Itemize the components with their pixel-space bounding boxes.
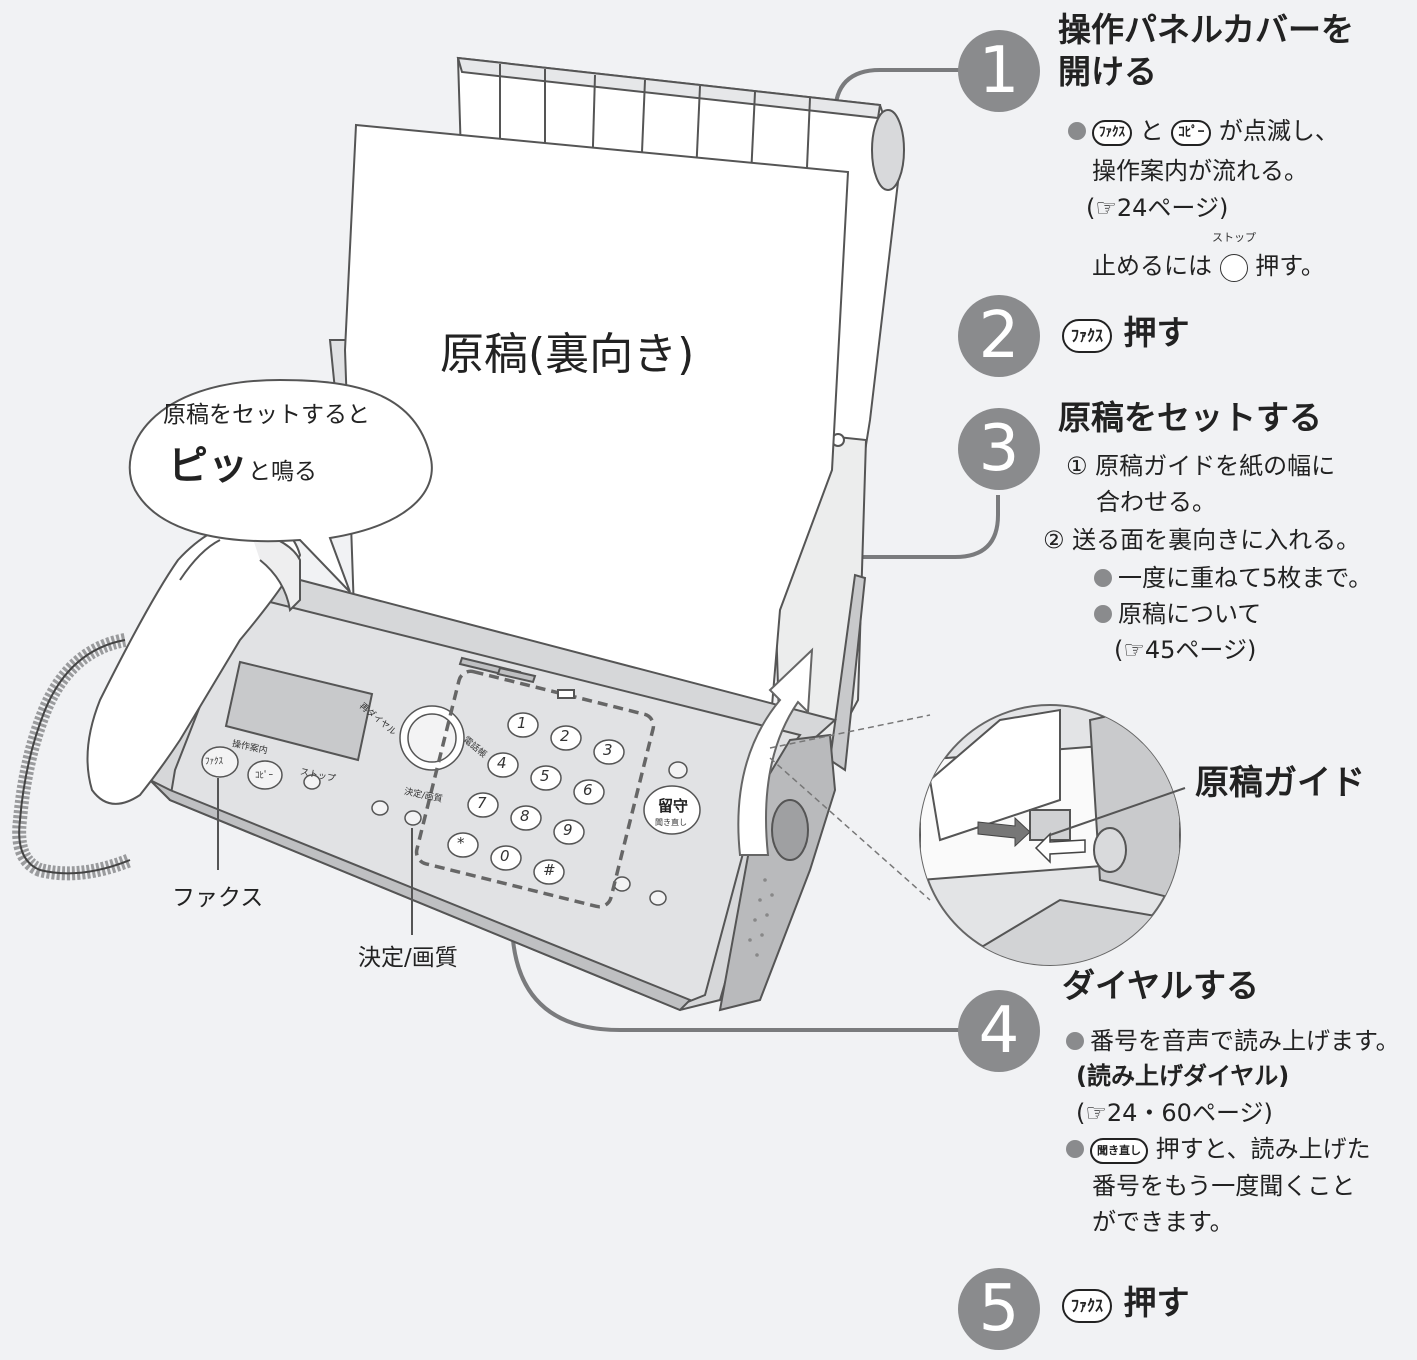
step4-bullet2: 聞き直し 押すと、読み上げた bbox=[1066, 1133, 1371, 1166]
feed-slot bbox=[458, 656, 575, 699]
step4-bullet1-bold: (読み上げダイヤル) bbox=[1076, 1062, 1290, 1090]
panel-btn-fax: ﾌｧｸｽ bbox=[205, 757, 224, 767]
step3-bullet2: 原稿について bbox=[1094, 598, 1261, 631]
fax-button-icon: ﾌｧｸｽ bbox=[1092, 120, 1132, 146]
stop-button-icon bbox=[1219, 254, 1248, 282]
step4-bullet2-line2: 番号をもう一度聞くこと bbox=[1092, 1172, 1356, 1200]
keypad-key-label: * bbox=[457, 834, 465, 852]
step2-title: ﾌｧｸｽ 押す bbox=[1062, 313, 1190, 353]
step4-bullet1: 番号を音声で読み上げます。 bbox=[1066, 1025, 1400, 1058]
bubble-line1: 原稿をセットすると bbox=[163, 402, 370, 428]
panel-btn-copy: ｺﾋﾟｰ bbox=[255, 771, 274, 781]
step1-note-line4-prefix: 止めるには bbox=[1092, 252, 1212, 280]
step1-title-line2: 開ける bbox=[1058, 52, 1157, 91]
bullet-icon bbox=[1094, 569, 1112, 587]
insert-arrow bbox=[737, 647, 814, 856]
step1-note-line4-suffix: 押す。 bbox=[1255, 252, 1325, 280]
step1-note-part1: と bbox=[1139, 117, 1164, 145]
keypad-key-label: 1 bbox=[517, 714, 527, 732]
step1-note-line3: (☞24ページ) bbox=[1086, 194, 1229, 222]
step4-title: ダイヤルする bbox=[1062, 966, 1260, 1005]
step4-bullet2-line3: ができます。 bbox=[1092, 1208, 1234, 1236]
fax-button-icon: ﾌｧｸｽ bbox=[1062, 319, 1113, 353]
step5-number: 5 bbox=[958, 1268, 1040, 1350]
step3-item2: ② 送る面を裏向きに入れる。 bbox=[1043, 526, 1361, 554]
keypad-key-label: 4 bbox=[497, 754, 507, 772]
keypad-key-label: 2 bbox=[560, 727, 570, 745]
bullet-icon bbox=[1066, 1032, 1084, 1050]
step1-note-part2: が点滅し、 bbox=[1218, 117, 1339, 145]
step4-number: 4 bbox=[958, 990, 1040, 1072]
bullet-icon bbox=[1094, 605, 1112, 623]
step1-stop-label: ストップ bbox=[1212, 231, 1256, 244]
keypad-key-label: 5 bbox=[540, 767, 550, 785]
step5-title: ﾌｧｸｽ 押す bbox=[1062, 1283, 1190, 1323]
step3-ref: (☞45ページ) bbox=[1114, 636, 1257, 664]
step3-bullet1: 一度に重ねて5枚まで。 bbox=[1094, 562, 1372, 595]
step3-number: 3 bbox=[958, 408, 1040, 490]
copy-button-icon: ｺﾋﾟｰ bbox=[1171, 120, 1212, 146]
guide-post bbox=[828, 573, 867, 772]
step3-title: 原稿をセットする bbox=[1058, 398, 1322, 437]
step1-note-line2: 操作案内が流れる。 bbox=[1092, 157, 1308, 185]
step4-bullet1-ref: (☞24・60ページ) bbox=[1076, 1099, 1273, 1127]
lcd-display bbox=[224, 660, 374, 762]
panel-label-rusu: 留守 bbox=[658, 797, 689, 815]
connector-step3 bbox=[778, 495, 1000, 559]
fax-button-icon: ﾌｧｸｽ bbox=[1062, 1289, 1113, 1323]
panel-label-kikinaoshi: 聞き直し bbox=[655, 818, 687, 827]
bubble-line2: ピッと鳴る bbox=[168, 433, 317, 491]
paper-label: 原稿(裏向き) bbox=[440, 329, 695, 380]
label-fax: ファクス bbox=[172, 885, 264, 911]
bullet-icon bbox=[1068, 122, 1086, 140]
keypad-key-label: 8 bbox=[520, 807, 530, 825]
keypad-key-label: 7 bbox=[477, 794, 487, 812]
keypad-key-label: # bbox=[543, 861, 556, 879]
panel-buttons bbox=[201, 705, 701, 906]
keypad-key-label: 9 bbox=[563, 821, 573, 839]
speech-bubble bbox=[128, 378, 433, 593]
coiled-cord bbox=[12, 633, 133, 881]
keypad-key-label: 0 bbox=[500, 847, 510, 865]
keypad-key-label: 3 bbox=[603, 741, 613, 759]
step1-note-line4: 止めるには 押す。 bbox=[1092, 250, 1325, 283]
bullet-icon bbox=[1066, 1140, 1084, 1158]
label-guide: 原稿ガイド bbox=[1195, 763, 1365, 803]
step5-title-text: 押す bbox=[1123, 1283, 1190, 1322]
bubble-suffix: と鳴る bbox=[248, 459, 317, 485]
kikinaoshi-button-icon: 聞き直し bbox=[1090, 1138, 1148, 1164]
label-kettei: 決定/画質 bbox=[358, 945, 458, 971]
step1-title-line1: 操作パネルカバーを bbox=[1058, 10, 1355, 49]
guide-zoom-callout bbox=[769, 704, 1186, 966]
step2-number: 2 bbox=[958, 295, 1040, 377]
step1-number: 1 bbox=[958, 30, 1040, 112]
keypad bbox=[414, 669, 656, 909]
keypad-key-label: 6 bbox=[583, 781, 593, 799]
step3-item1-cont: 合わせる。 bbox=[1096, 488, 1216, 516]
step2-title-text: 押す bbox=[1123, 313, 1190, 352]
step1-note-line1: ﾌｧｸｽ と ｺﾋﾟｰ が点滅し、 bbox=[1068, 115, 1339, 148]
bubble-big: ピッ bbox=[168, 443, 248, 489]
step3-item1: ① 原稿ガイドを紙の幅に bbox=[1066, 452, 1336, 480]
